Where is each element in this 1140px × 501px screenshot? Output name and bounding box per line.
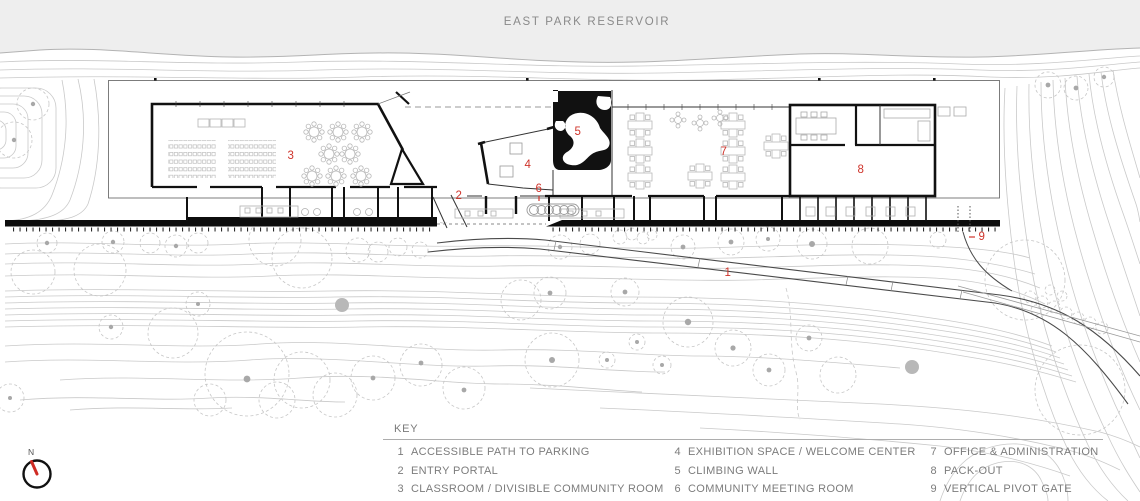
plan-label-2: 2 bbox=[455, 190, 463, 202]
key-item-number: 5 bbox=[674, 464, 681, 477]
boardwalk-band bbox=[5, 206, 1000, 232]
tree-trunk-dots bbox=[8, 74, 1107, 400]
north-label: N bbox=[28, 447, 35, 457]
key-item-7: 7 OFFICE & ADMINISTRATION bbox=[925, 443, 1099, 461]
climbing-wall bbox=[552, 90, 613, 196]
key-item-label: CLASSROOM / DIVISIBLE COMMUNITY ROOM bbox=[411, 482, 664, 495]
key-item-label: ENTRY PORTAL bbox=[411, 464, 499, 477]
key-item-9: 9 VERTICAL PIVOT GATE bbox=[925, 480, 1099, 498]
key-item-label: OFFICE & ADMINISTRATION bbox=[944, 446, 1099, 459]
key-item-number: 6 bbox=[674, 482, 681, 495]
vertical-pivot-gate bbox=[957, 206, 971, 232]
key-item-label: EXHIBITION SPACE / WELCOME CENTER bbox=[688, 446, 916, 459]
classroom-block bbox=[150, 101, 437, 189]
north-compass bbox=[22, 459, 52, 489]
contour-lines bbox=[0, 55, 1140, 501]
label-leaders bbox=[538, 196, 975, 238]
seating-grid bbox=[228, 140, 276, 178]
key-item-label: COMMUNITY MEETING ROOM bbox=[688, 482, 854, 495]
key-item-5: 5 CLIMBING WALL bbox=[669, 461, 916, 479]
key-item-4: 4 EXHIBITION SPACE / WELCOME CENTER bbox=[669, 443, 916, 461]
key-item-1: 1 ACCESSIBLE PATH TO PARKING bbox=[392, 443, 664, 461]
key-item-number: 7 bbox=[930, 446, 937, 459]
key-heading: KEY bbox=[394, 423, 419, 435]
plan-label-4: 4 bbox=[524, 159, 532, 171]
plan-label-8: 8 bbox=[857, 164, 865, 176]
reservoir-area bbox=[0, 0, 1140, 63]
compass-needle bbox=[30, 460, 39, 476]
plan-label-7: 7 bbox=[720, 146, 728, 158]
meeting-room-table bbox=[526, 203, 580, 217]
key-item-number: 8 bbox=[930, 464, 937, 477]
key-rule bbox=[383, 439, 1103, 440]
site-outline bbox=[108, 78, 1000, 199]
plan-label-5: 5 bbox=[574, 126, 582, 138]
key-column-1: 1 ACCESSIBLE PATH TO PARKING 2 ENTRY POR… bbox=[392, 443, 664, 498]
plan-label-1: 1 bbox=[724, 267, 732, 279]
key-item-8: 8 PACK-OUT bbox=[925, 461, 1099, 479]
key-item-number: 1 bbox=[397, 446, 404, 459]
key-item-number: 9 bbox=[930, 482, 937, 495]
key-item-number: 4 bbox=[674, 446, 681, 459]
head-table bbox=[197, 118, 246, 128]
tree-symbols bbox=[0, 66, 1126, 436]
key-item-number: 2 bbox=[397, 464, 404, 477]
key-item-2: 2 ENTRY PORTAL bbox=[392, 461, 664, 479]
service-corridor bbox=[186, 187, 927, 221]
key-item-label: ACCESSIBLE PATH TO PARKING bbox=[411, 446, 590, 459]
key-item-label: CLIMBING WALL bbox=[688, 464, 779, 477]
entry-portal bbox=[377, 91, 551, 229]
key-item-label: PACK-OUT bbox=[944, 464, 1003, 477]
office-admin bbox=[612, 104, 790, 190]
key-item-3: 3 CLASSROOM / DIVISIBLE COMMUNITY ROOM bbox=[392, 480, 664, 498]
key-column-2: 4 EXHIBITION SPACE / WELCOME CENTER 5 CL… bbox=[669, 443, 916, 498]
pack-out bbox=[788, 103, 967, 198]
exhibition-space bbox=[477, 125, 555, 191]
plan-label-3: 3 bbox=[287, 150, 295, 162]
key-item-number: 3 bbox=[397, 482, 404, 495]
plan-label-6: 6 bbox=[535, 183, 543, 195]
page-title: EAST PARK RESERVOIR bbox=[503, 16, 671, 28]
accessible-path bbox=[427, 231, 1140, 405]
key-column-3: 7 OFFICE & ADMINISTRATION 8 PACK-OUT 9 V… bbox=[925, 443, 1099, 498]
plan-label-9: 9 bbox=[978, 231, 986, 243]
key-item-6: 6 COMMUNITY MEETING ROOM bbox=[669, 480, 916, 498]
key-item-label: VERTICAL PIVOT GATE bbox=[944, 482, 1072, 495]
seating-grid bbox=[168, 140, 216, 178]
fixtures bbox=[239, 205, 916, 219]
